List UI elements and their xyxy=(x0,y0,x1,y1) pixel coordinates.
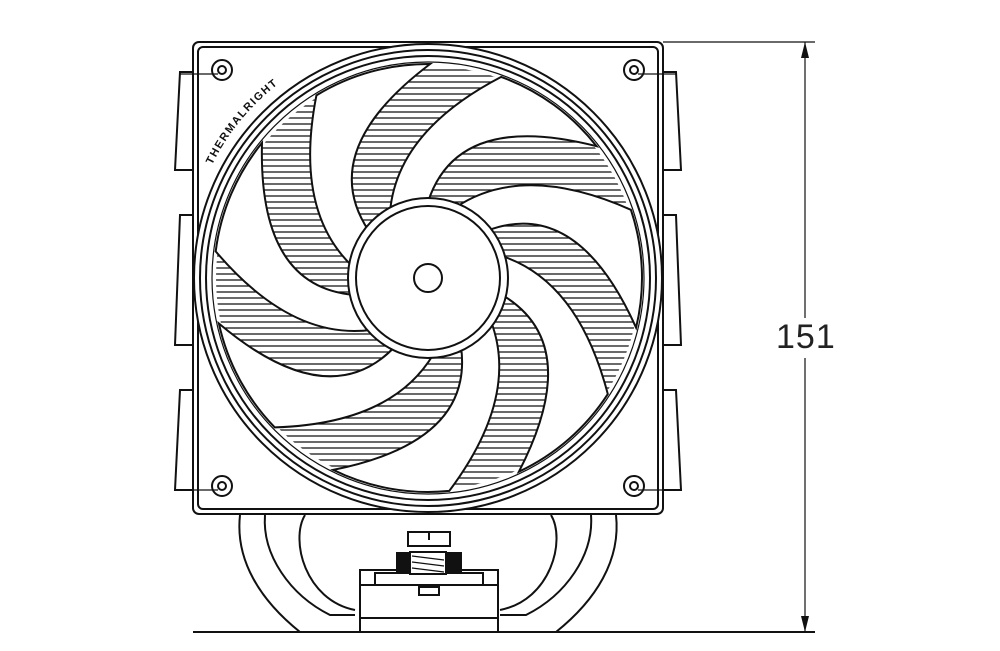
fan-blade xyxy=(499,254,609,474)
fan-blade xyxy=(214,139,374,332)
height-dimension xyxy=(663,41,834,632)
fan-blade xyxy=(454,184,643,331)
dimension-label: 151 xyxy=(776,318,836,356)
screw-hole-icon xyxy=(211,475,233,497)
fan-blades xyxy=(214,62,643,493)
heatsink-side-right xyxy=(663,71,683,491)
screw-hole-icon xyxy=(623,59,645,81)
fan-blade xyxy=(309,62,434,269)
fan-hub xyxy=(347,197,509,359)
fan-blade xyxy=(388,75,600,214)
fan-blade xyxy=(330,319,501,493)
heatsink-side-left xyxy=(173,71,193,491)
mounting-holes xyxy=(180,59,676,497)
heatpipes xyxy=(238,514,618,633)
fan-blade xyxy=(217,320,436,429)
mounting-base xyxy=(193,531,815,633)
screw-hole-icon xyxy=(623,475,645,497)
screw-hole-icon xyxy=(211,59,233,81)
